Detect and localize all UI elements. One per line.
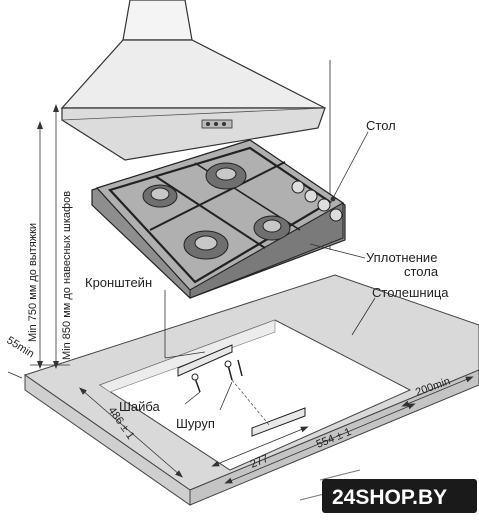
hob-grate (107, 146, 333, 284)
watermark-text: 24SHOP.BY (332, 486, 447, 509)
gas-hob (91, 139, 346, 299)
label-seal-line2: стола (404, 264, 439, 279)
burner (253, 215, 291, 241)
label-washer: Шайба (119, 399, 161, 414)
knob-icon (329, 208, 343, 222)
dim-277-line (211, 426, 309, 467)
dim-200-line (401, 376, 474, 407)
cabinet-clearance-text: Min 850 мм до навесных шкафов (61, 191, 73, 360)
knob-icon (304, 189, 318, 203)
label-bracket: Кронштейн (85, 275, 152, 290)
label-table: Стол (366, 118, 396, 133)
leader-lines (164, 131, 376, 411)
dim-55-line (7, 371, 23, 379)
knob-icon (317, 198, 331, 212)
hood-button-icon (206, 122, 210, 126)
burner (205, 162, 247, 190)
burner (142, 184, 178, 208)
label-screw: Шуруп (176, 416, 215, 431)
label-countertop: Столешница (372, 285, 449, 300)
watermark-badge: 24SHOP.BY (322, 479, 477, 513)
hood-button-icon (214, 122, 218, 126)
hood-clearance-text: Min 750 мм до вытяжки (27, 223, 39, 342)
knob-icon (291, 180, 305, 194)
label-seal-line1: Уплотнение (366, 250, 437, 265)
dim-486-line (78, 387, 184, 478)
hob-grate (154, 175, 266, 249)
range-hood (60, 0, 326, 161)
dim-554-line (224, 403, 416, 484)
hob-grate (149, 161, 286, 231)
height-dimension (30, 104, 70, 369)
screw-icon (191, 359, 243, 393)
hood-button-icon (222, 122, 226, 126)
burner (183, 230, 229, 260)
